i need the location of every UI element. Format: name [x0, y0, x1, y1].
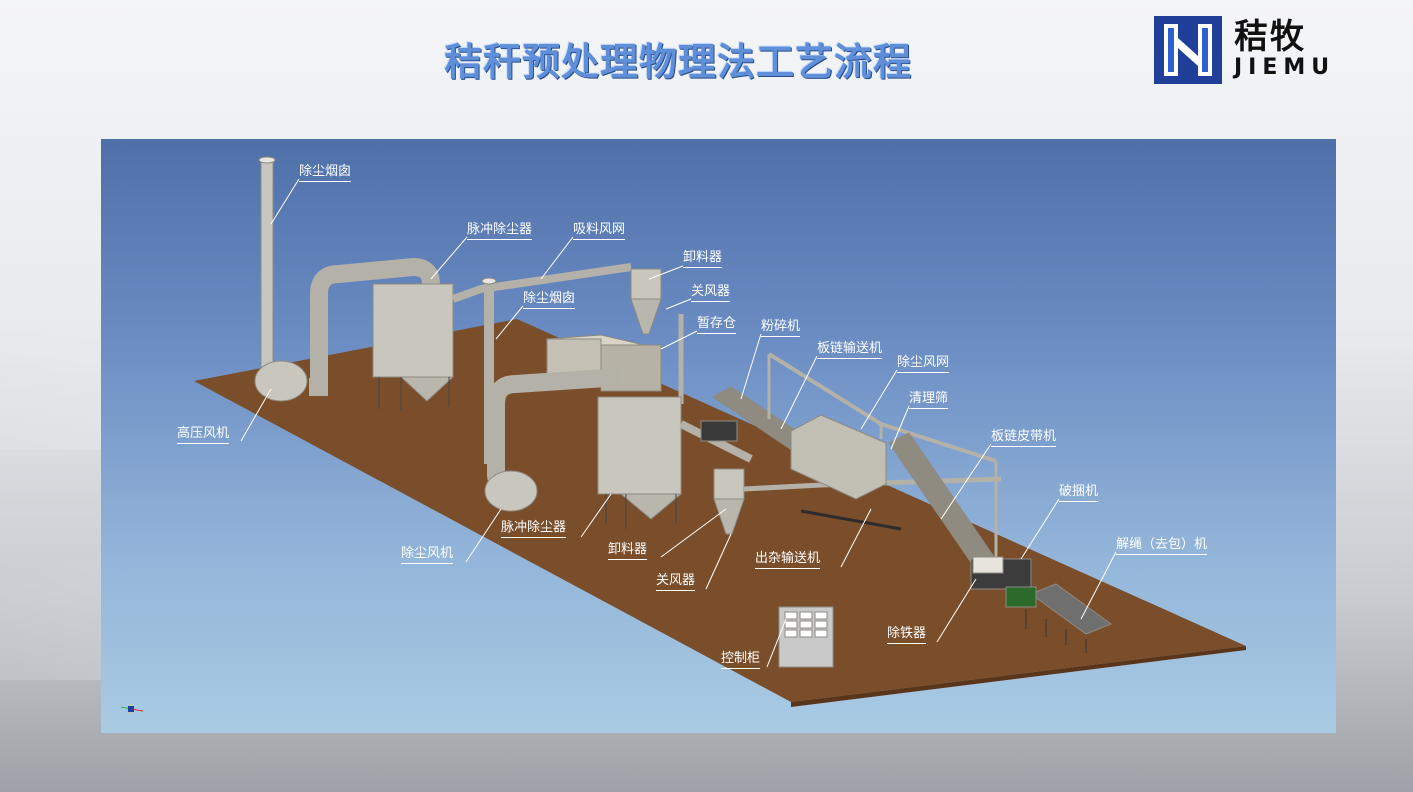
discharger-2: [713, 468, 745, 500]
label-temp-bin: 暂存仓: [697, 316, 737, 334]
dust-fan: [484, 470, 538, 512]
label-discharger-1: 卸料器: [683, 250, 723, 268]
logo-mark-icon: [1154, 16, 1222, 84]
label-pulse-collector-1: 脉冲除尘器: [467, 222, 533, 240]
label-bale-breaker: 破捆机: [1059, 484, 1099, 502]
logo-text-en: JIEMU: [1234, 55, 1336, 80]
label-control-cabinet: 控制柜: [721, 651, 761, 669]
pulse-collector-1: [372, 283, 454, 378]
label-airlock-2: 关风器: [656, 573, 696, 591]
label-dust-fan: 除尘风机: [401, 546, 454, 564]
label-airlock-1: 关风器: [691, 284, 731, 302]
label-dust-duct: 除尘风网: [897, 355, 950, 373]
label-chain-conveyor: 板链输送机: [817, 341, 883, 359]
label-iron-remover: 除铁器: [887, 626, 927, 644]
page-title: 秸秆预处理物理法工艺流程: [444, 39, 913, 84]
process-diagram-panel: 除尘烟囱 脉冲除尘器 吸料风网 卸料器 关风器 除尘烟囱 暂存仓 粉碎机 板链输…: [101, 139, 1336, 733]
axis-gizmo-icon: [120, 704, 144, 714]
label-suction-duct: 吸料风网: [573, 222, 626, 240]
label-rope-cutter: 解绳（去包）机: [1116, 537, 1208, 555]
label-discharger-2: 卸料器: [608, 542, 648, 560]
label-high-pressure-fan: 高压风机: [177, 426, 230, 444]
label-pulse-collector-2: 脉冲除尘器: [501, 520, 567, 538]
label-crusher: 粉碎机: [761, 319, 801, 337]
label-chain-belt: 板链皮带机: [991, 429, 1057, 447]
cleaning-screen: [790, 414, 887, 500]
high-pressure-fan: [254, 360, 308, 402]
label-chimney-2: 除尘烟囱: [523, 291, 576, 309]
label-impurity-conveyor: 出杂输送机: [755, 551, 821, 569]
discharger-1: [630, 268, 662, 300]
rope-cutter: [1029, 583, 1113, 635]
chimney-1: [260, 158, 274, 385]
label-chimney-1: 除尘烟囱: [299, 164, 352, 182]
process-diagram: [120, 156, 1246, 714]
pulse-collector-2: [597, 396, 682, 495]
label-cleaning-screen: 清理筛: [909, 391, 949, 409]
logo-text-cn: 秸牧: [1234, 17, 1306, 57]
company-logo: 秸牧 JIEMU: [1154, 16, 1372, 84]
